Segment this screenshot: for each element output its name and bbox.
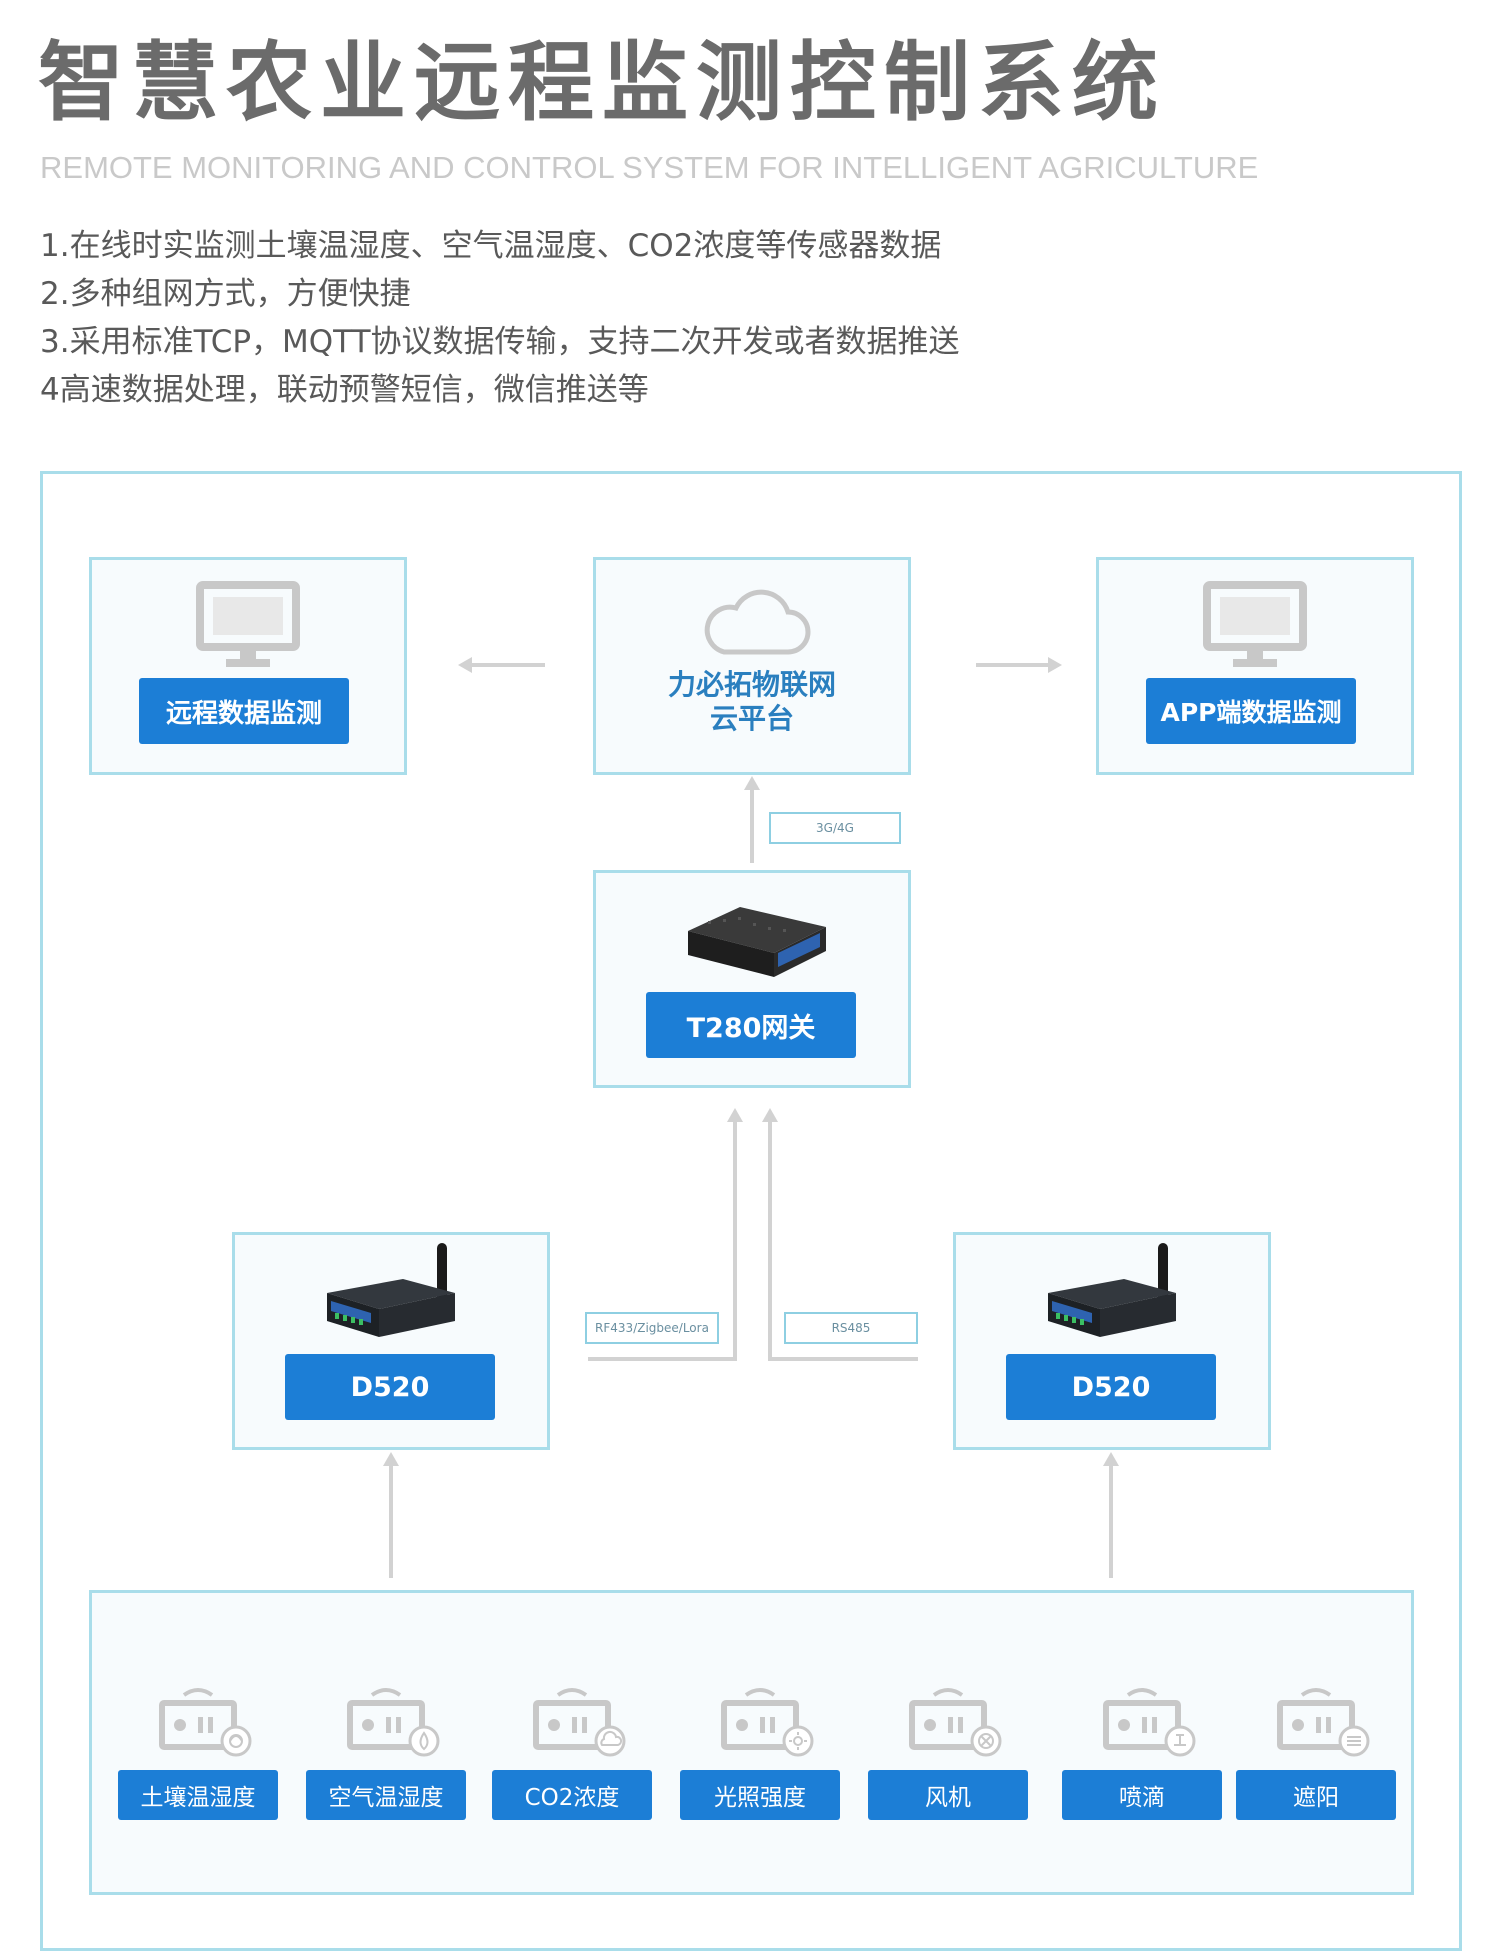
app-monitor-box: APP端数据监测 — [1096, 557, 1414, 775]
sensor-label: 空气温湿度 — [306, 1770, 466, 1820]
sensor-label: CO2浓度 — [492, 1770, 652, 1820]
router-device — [327, 1243, 455, 1337]
feature-item: 2.多种组网方式，方便快捷 — [40, 276, 411, 312]
arrowhead — [383, 1452, 399, 1466]
arrowhead — [1048, 657, 1062, 673]
sun-icon — [721, 1688, 814, 1757]
gateway-device — [688, 907, 826, 977]
arrowhead — [744, 776, 760, 790]
cloud-label-line2: 云平台 — [709, 702, 794, 735]
router-device — [1048, 1243, 1176, 1337]
arrowhead — [1103, 1452, 1119, 1466]
page-subtitle: REMOTE MONITORING AND CONTROL SYSTEM FOR… — [40, 150, 1259, 185]
water-drop-icon — [347, 1688, 440, 1757]
link-tag-rs485: RS485 — [784, 1312, 918, 1344]
node-left-box: D520 — [232, 1232, 550, 1450]
node-right-label: D520 — [1006, 1354, 1216, 1420]
sensor-label: 风机 — [868, 1770, 1028, 1820]
gateway-label: T280网关 — [646, 992, 856, 1058]
fan-icon — [909, 1688, 1002, 1757]
arrowhead — [727, 1108, 743, 1122]
link-tag-3g4g: 3G/4G — [769, 812, 901, 844]
shade-icon — [1277, 1688, 1370, 1757]
sprinkler-icon — [1103, 1688, 1196, 1757]
feature-item: 1.在线时实监测土壤温湿度、空气温湿度、CO2浓度等传感器数据 — [40, 228, 942, 264]
feature-item: 4高速数据处理，联动预警短信，微信推送等 — [40, 372, 649, 408]
remote-monitor-label: 远程数据监测 — [139, 678, 349, 744]
co2-icon — [533, 1688, 626, 1757]
sensor-label: 遮阳 — [1236, 1770, 1396, 1820]
link-tag-rf433: RF433/Zigbee/Lora — [585, 1312, 719, 1344]
sensor-label: 光照强度 — [680, 1770, 840, 1820]
arrow-left-node-to-gateway — [588, 1118, 737, 1361]
sensor-label: 喷滴 — [1062, 1770, 1222, 1820]
node-left-label: D520 — [285, 1354, 495, 1420]
monitor-icon — [1203, 581, 1307, 667]
remote-monitor-box: 远程数据监测 — [89, 557, 407, 775]
app-monitor-label: APP端数据监测 — [1146, 678, 1356, 744]
cloud-platform-label: 力必拓物联网 云平台 — [596, 668, 908, 736]
gateway-box: T280网关 — [593, 870, 911, 1088]
cloud-icon — [704, 589, 811, 655]
arrowhead — [762, 1108, 778, 1122]
soil-sensor-icon — [159, 1688, 252, 1757]
page-title: 智慧农业远程监测控制系统 — [38, 33, 1166, 133]
node-right-box: D520 — [953, 1232, 1271, 1450]
monitor-icon — [196, 581, 300, 667]
cloud-label-line1: 力必拓物联网 — [667, 668, 836, 701]
arrowhead — [458, 657, 472, 673]
arrow-right-node-to-gateway — [768, 1118, 918, 1361]
cloud-platform-box: 力必拓物联网 云平台 — [593, 557, 911, 775]
sensor-label: 土壤温湿度 — [118, 1770, 278, 1820]
feature-item: 3.采用标准TCP，MQTT协议数据传输，支持二次开发或者数据推送 — [40, 324, 960, 360]
feature-list: 1.在线时实监测土壤温湿度、空气温湿度、CO2浓度等传感器数据 2.多种组网方式… — [40, 222, 960, 414]
